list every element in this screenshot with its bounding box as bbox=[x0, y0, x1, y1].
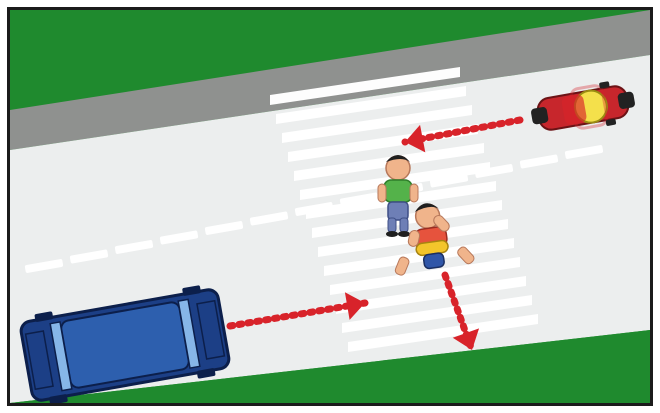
scene-clip bbox=[10, 10, 650, 408]
